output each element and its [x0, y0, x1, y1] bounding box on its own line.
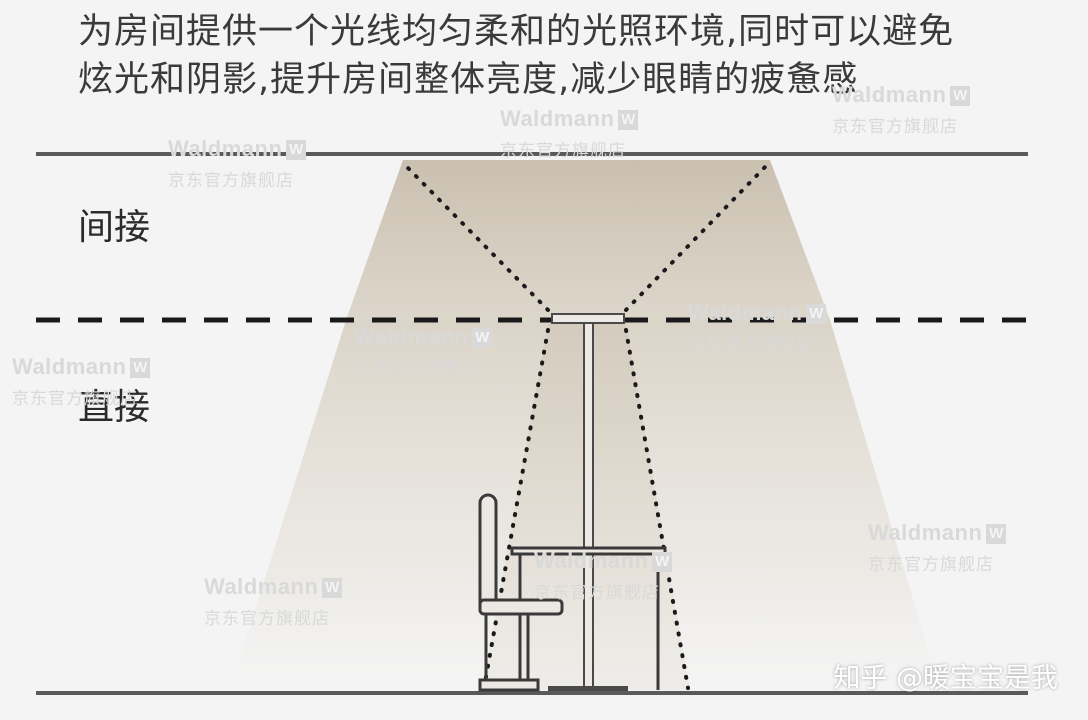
- author-credit: 知乎 @暖宝宝是我: [833, 663, 1058, 694]
- indirect-light-area: [346, 160, 830, 320]
- lamp-base: [548, 686, 628, 691]
- uplight-ray-left: [404, 164, 550, 312]
- label-direct: 直接: [78, 387, 151, 428]
- label-indirect: 间接: [78, 207, 151, 248]
- lamp-pole: [583, 322, 594, 688]
- desk: [510, 546, 667, 690]
- caption-line-1: 为房间提供一个光线均匀柔和的光照环境,同时可以避免: [78, 12, 955, 52]
- caption-line-2: 炫光和阴影,提升房间整体亮度,减少眼睛的疲惫感: [78, 60, 859, 100]
- caption-text: 为房间提供一个光线均匀柔和的光照环境,同时可以避免 炫光和阴影,提升房间整体亮度…: [78, 8, 1058, 104]
- uplight-ray-right: [624, 164, 768, 312]
- chair: [478, 493, 564, 692]
- lamp-head: [551, 313, 625, 324]
